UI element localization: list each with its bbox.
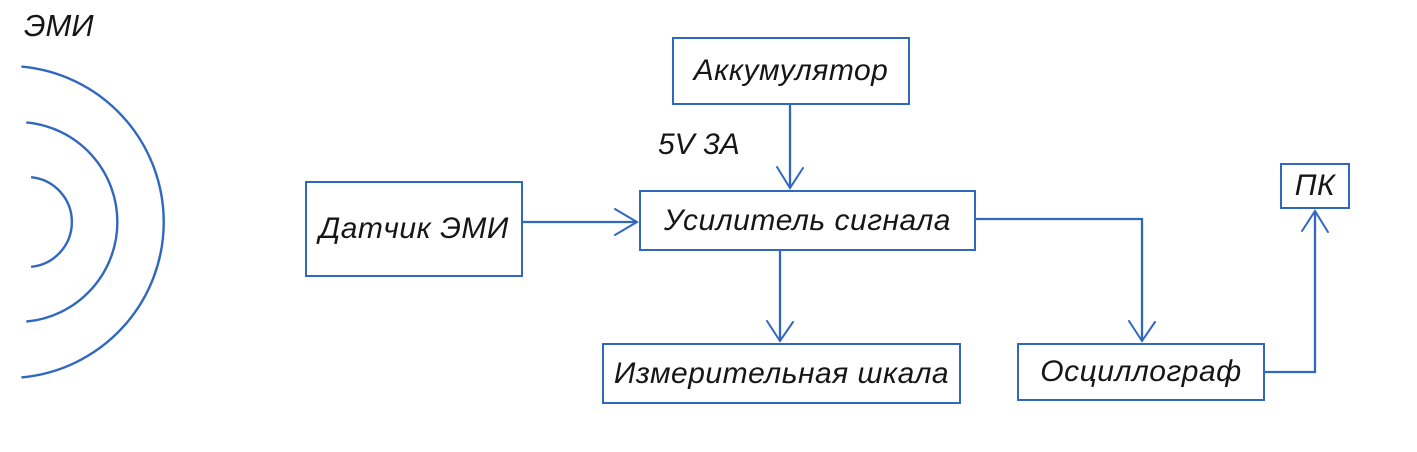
connector-amplifier-oscilloscope <box>976 217 1144 341</box>
node-signal-amplifier: Усилитель сигнала <box>639 190 976 251</box>
emi-source-label: ЭМИ <box>24 8 94 43</box>
node-measuring-scale: Измерительная шкала <box>602 343 961 404</box>
power-rating-label: 5V 3A <box>658 128 740 161</box>
arrowhead-amplifier-scale <box>766 320 794 343</box>
node-measuring-scale-label: Измерительная шкала <box>613 356 950 390</box>
node-oscilloscope-label: Осциллограф <box>1040 355 1242 388</box>
emi-waves-icon <box>21 65 165 379</box>
node-emi-sensor: Датчик ЭМИ <box>305 181 523 277</box>
emi-wave-arc-outer <box>21 65 165 379</box>
node-accumulator: Аккумулятор <box>672 37 910 105</box>
node-emi-sensor-label: Датчик ЭМИ <box>319 212 509 245</box>
arrowhead-accumulator-amplifier <box>776 166 804 190</box>
emi-wave-arc-middle <box>26 121 119 323</box>
arrowhead-oscilloscope-pc <box>1301 209 1329 233</box>
arrowhead-amplifier-oscilloscope <box>1128 320 1156 343</box>
node-pc: ПК <box>1280 163 1350 209</box>
connector-oscilloscope-pc <box>1265 211 1317 374</box>
emi-wave-arc-inner <box>30 176 74 268</box>
arrowhead-sensor-amplifier <box>614 208 639 236</box>
node-signal-amplifier-label: Усилитель сигнала <box>664 203 951 237</box>
node-accumulator-label: Аккумулятор <box>693 54 889 87</box>
node-oscilloscope: Осциллограф <box>1017 343 1265 401</box>
node-pc-label: ПК <box>1294 169 1336 202</box>
